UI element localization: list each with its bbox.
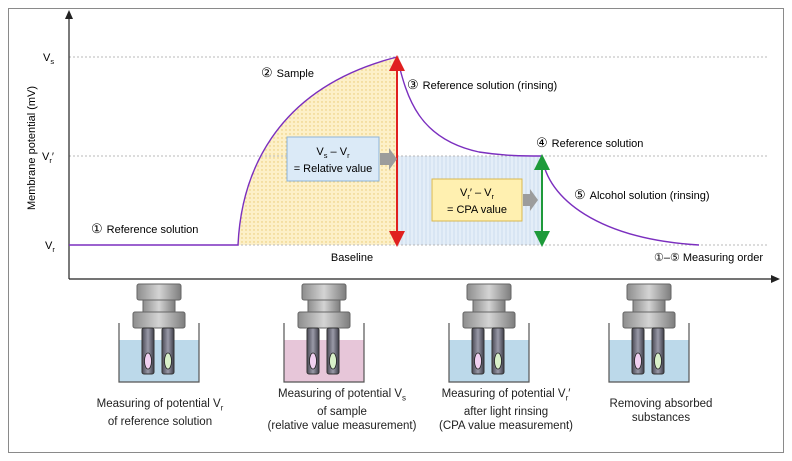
sensor-body: [297, 311, 351, 329]
sensor-body: [622, 311, 676, 329]
membrane-potential-diagram: Membrane potential (mV) Vs Vr′ Vr Vs – V…: [26, 10, 780, 383]
electrode-membrane: [309, 352, 317, 370]
sensor-body: [462, 311, 516, 329]
beaker: [118, 323, 200, 383]
caption-reference: Measuring of potential Vr of reference s…: [96, 398, 224, 429]
tick-vs: Vs: [43, 52, 54, 66]
tick-vr: Vr: [45, 240, 55, 254]
svg-text:Vr′ – Vr: Vr′ – Vr: [460, 187, 494, 201]
beaker: [608, 323, 690, 383]
figure-frame: Membrane potential (mV) Vs Vr′ Vr Vs – V…: [8, 8, 784, 453]
membrane-potential-curve: [69, 56, 700, 246]
baseline-label: Baseline: [331, 252, 373, 264]
sensor-head: [466, 283, 512, 301]
beaker-liquid: [284, 340, 364, 382]
sensor-neck: [472, 299, 506, 313]
sensor-head: [626, 283, 672, 301]
electrode-membrane: [144, 352, 152, 370]
measuring-order-label: ①–⑤ Measuring order: [654, 252, 763, 264]
svg-text:= Relative value: = Relative value: [294, 163, 373, 175]
electrode-membrane: [634, 352, 642, 370]
electrode-membrane: [654, 352, 662, 370]
relative-value-box: Vs – Vr = Relative value: [286, 136, 397, 182]
sensor-body: [132, 311, 186, 329]
relative-box-pointer: [380, 148, 397, 170]
beaker-liquid: [609, 340, 689, 382]
beaker: [283, 323, 365, 383]
instrument-rinsing: [448, 283, 530, 383]
beaker-liquid: [119, 340, 199, 382]
caption-removing: Removing absorbed substances: [609, 398, 713, 424]
instrument-removing: [608, 283, 690, 383]
caption-sample: Measuring of potential Vs of sample (rel…: [267, 388, 417, 433]
sensor-head: [136, 283, 182, 301]
cpa-box-pointer: [523, 189, 538, 211]
beaker-liquid: [449, 340, 529, 382]
svg-text:Vs – Vr: Vs – Vr: [316, 146, 350, 160]
beaker: [448, 323, 530, 383]
caption-rinsing: Measuring of potential Vr′ after light r…: [438, 388, 573, 433]
sensor-neck: [632, 299, 666, 313]
electrode-membrane: [494, 352, 502, 370]
y-axis-label: Membrane potential (mV): [26, 86, 38, 210]
cpa-value-box: Vr′ – Vr = CPA value: [431, 178, 538, 222]
y-axis-arrowhead: [65, 10, 73, 19]
x-axis-arrowhead: [771, 275, 780, 283]
instrument-reference: [118, 283, 200, 383]
sensor-neck: [307, 299, 341, 313]
electrode-membrane: [474, 352, 482, 370]
electrode-membrane: [164, 352, 172, 370]
svg-text:= CPA value: = CPA value: [447, 204, 507, 216]
electrode-membrane: [329, 352, 337, 370]
sensor-neck: [142, 299, 176, 313]
sensor-head: [301, 283, 347, 301]
tick-vr-prime: Vr′: [42, 151, 54, 165]
instrument-sample: [283, 283, 365, 383]
instruments-row: [118, 283, 690, 383]
